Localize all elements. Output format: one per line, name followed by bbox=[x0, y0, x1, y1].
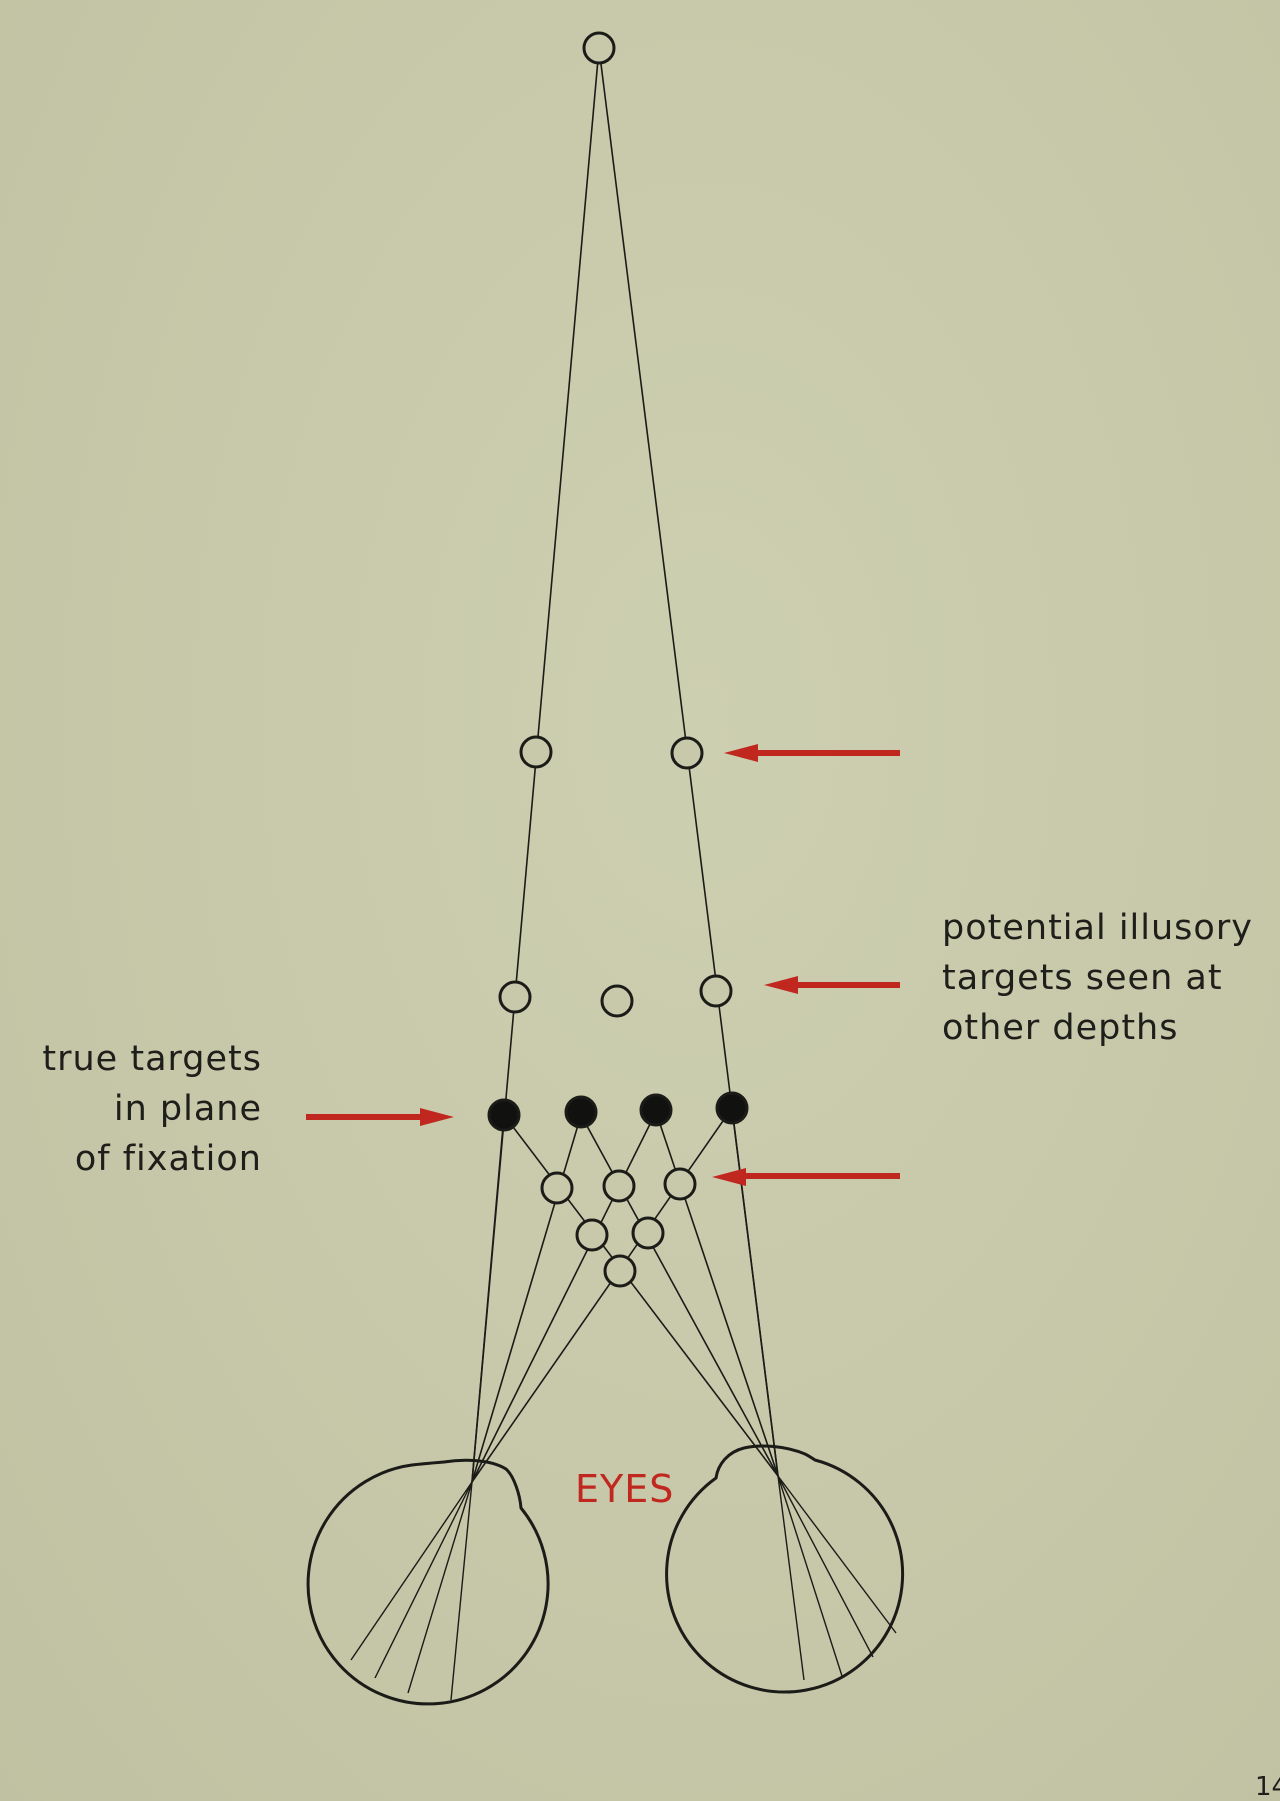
illusory-targets-label-line: potential illusory bbox=[942, 903, 1253, 953]
targets bbox=[489, 33, 747, 1286]
right-eye-ray-4 bbox=[504, 1115, 778, 1476]
right-retina-ray bbox=[778, 1476, 873, 1657]
arrows bbox=[306, 744, 900, 1186]
left-eye-ray-4 bbox=[472, 1108, 732, 1482]
true-targets-label: true targets in plane of fixation bbox=[30, 1034, 262, 1184]
illusory-target-circle bbox=[521, 737, 551, 767]
arrow-to-illusory-row-bottom bbox=[712, 1168, 900, 1186]
illusory-target-circle bbox=[500, 982, 530, 1012]
true-target-dot bbox=[641, 1095, 671, 1125]
arrow-to-true-targets bbox=[306, 1108, 454, 1126]
true-targets-label-line: true targets bbox=[30, 1034, 262, 1084]
right-eyeball bbox=[667, 1446, 903, 1692]
left-retina-ray bbox=[375, 1482, 472, 1678]
illusory-targets-label-line: other depths bbox=[942, 1003, 1253, 1053]
true-target-dot bbox=[566, 1097, 596, 1127]
illusory-targets-label-line: targets seen at bbox=[942, 953, 1253, 1003]
right-eye-ray-2 bbox=[656, 1112, 778, 1476]
right-eye-ray-1 bbox=[732, 1108, 778, 1476]
left-eyeball bbox=[308, 1460, 548, 1704]
illusory-target-circle bbox=[701, 976, 731, 1006]
arrow-to-illusory-row-top bbox=[724, 744, 900, 762]
illusory-target-circle bbox=[602, 986, 632, 1016]
fixation-apex-circle bbox=[584, 33, 614, 63]
illusory-target-circle bbox=[605, 1256, 635, 1286]
illusory-target-circle bbox=[542, 1173, 572, 1203]
left-retina-ray bbox=[351, 1482, 472, 1660]
true-target-dot bbox=[489, 1100, 519, 1130]
true-targets-label-line: of fixation bbox=[30, 1134, 262, 1184]
eyes-label: EYES bbox=[575, 1464, 674, 1514]
illusory-target-circle bbox=[633, 1218, 663, 1248]
right-retina-ray bbox=[778, 1476, 804, 1680]
illusory-target-circle bbox=[577, 1220, 607, 1250]
illusory-target-circle bbox=[672, 738, 702, 768]
page-number: 14 bbox=[1255, 1772, 1280, 1801]
true-targets-label-line: in plane bbox=[30, 1084, 262, 1134]
illusory-target-circle bbox=[665, 1169, 695, 1199]
illusory-target-circle bbox=[604, 1171, 634, 1201]
arrow-to-illusory-row-middle bbox=[764, 976, 900, 994]
right-retina-ray bbox=[778, 1476, 842, 1676]
illusory-targets-label: potential illusory targets seen at other… bbox=[942, 903, 1253, 1053]
true-target-dot bbox=[717, 1093, 747, 1123]
